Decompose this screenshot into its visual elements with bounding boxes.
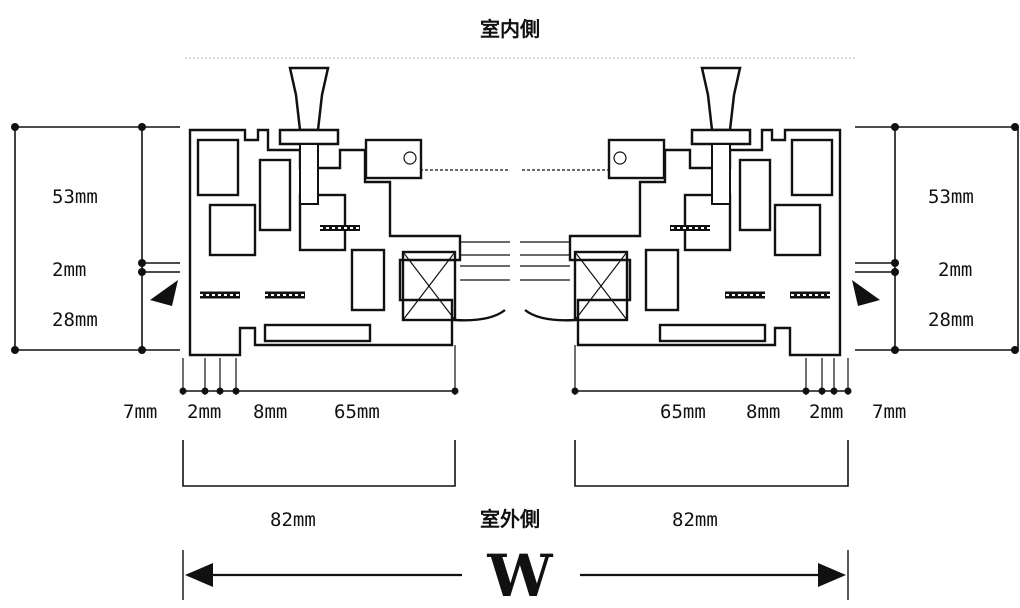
left-total-82mm: 82mm xyxy=(270,509,316,531)
right-frame-profile xyxy=(520,66,880,357)
dimension-dot-icon xyxy=(844,387,852,395)
left-vertical-dimensions: 53mm 2mm 28mm xyxy=(11,123,180,354)
left-frame-profile xyxy=(150,66,510,357)
dimension-dot-icon xyxy=(802,387,810,395)
dimension-dot-icon xyxy=(138,268,146,276)
right-dim-8mm: 8mm xyxy=(746,401,780,423)
dimension-dot-icon xyxy=(179,387,187,395)
dimension-dot-icon xyxy=(232,387,240,395)
left-dim-28mm: 28mm xyxy=(52,309,98,331)
arrow-right-icon xyxy=(818,563,846,587)
dimension-dot-icon xyxy=(1011,123,1019,131)
right-dim-7mm: 7mm xyxy=(872,401,906,423)
width-symbol: W xyxy=(486,542,553,608)
window-handle-icon xyxy=(278,66,340,205)
glazing-cross-icon xyxy=(401,250,457,322)
dimension-dot-icon xyxy=(818,387,826,395)
dimension-dot-icon xyxy=(451,387,459,395)
outdoor-side-label: 室外側 xyxy=(480,507,540,531)
dimension-dot-icon xyxy=(11,123,19,131)
dimension-dot-icon xyxy=(830,387,838,395)
indoor-side-label: 室内側 xyxy=(480,17,540,41)
width-arrow: W xyxy=(182,542,849,608)
glazing-cross-icon xyxy=(573,250,629,322)
arrow-left-icon xyxy=(185,563,213,587)
left-dim-65mm: 65mm xyxy=(334,401,380,423)
right-dim-2mm-horizontal: 2mm xyxy=(809,401,843,423)
pointer-arrow-icon xyxy=(150,280,178,306)
dimension-dot-icon xyxy=(891,346,899,354)
right-dim-2mm-vertical: 2mm xyxy=(938,259,972,281)
dimension-dot-icon xyxy=(138,259,146,267)
right-vertical-dimensions: 53mm 2mm 28mm xyxy=(855,123,1019,354)
dimension-dot-icon xyxy=(891,268,899,276)
dimension-dot-icon xyxy=(891,259,899,267)
right-dim-28mm: 28mm xyxy=(928,309,974,331)
left-dim-2mm-vertical: 2mm xyxy=(52,259,86,281)
right-total-82mm: 82mm xyxy=(672,509,718,531)
dimension-dot-icon xyxy=(1011,346,1019,354)
dimension-dot-icon xyxy=(11,346,19,354)
dimension-dot-icon xyxy=(571,387,579,395)
window-handle-icon xyxy=(690,66,752,205)
left-dim-53mm: 53mm xyxy=(52,186,98,208)
right-dim-53mm: 53mm xyxy=(928,186,974,208)
dimension-dot-icon xyxy=(138,123,146,131)
right-dim-65mm: 65mm xyxy=(660,401,706,423)
dimension-dot-icon xyxy=(138,346,146,354)
dimension-dot-icon xyxy=(891,123,899,131)
left-dim-7mm: 7mm xyxy=(123,401,157,423)
pointer-arrow-icon xyxy=(852,280,880,306)
left-dim-2mm-horizontal: 2mm xyxy=(187,401,221,423)
left-dim-8mm: 8mm xyxy=(253,401,287,423)
right-horizontal-dimensions: 65mm 8mm 2mm 7mm 82mm xyxy=(571,345,906,531)
dimension-dot-icon xyxy=(216,387,224,395)
dimension-dot-icon xyxy=(201,387,209,395)
left-horizontal-dimensions: 7mm 2mm 8mm 65mm 82mm xyxy=(123,345,459,531)
